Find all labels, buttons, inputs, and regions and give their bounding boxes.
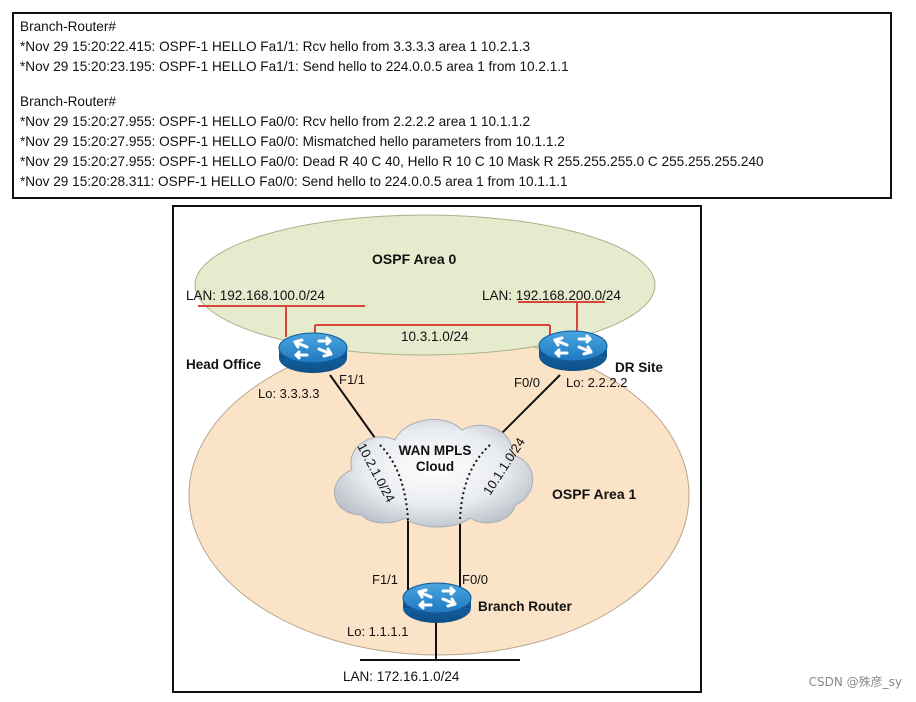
console-prompt: Branch-Router# bbox=[20, 94, 116, 110]
console-line: *Nov 29 15:20:23.195: OSPF-1 HELLO Fa1/1… bbox=[20, 58, 569, 74]
head-office-name: Head Office bbox=[186, 357, 262, 372]
head-office-iface-label: F1/1 bbox=[339, 372, 365, 387]
head-office-loopback: Lo: 3.3.3.3 bbox=[258, 386, 319, 401]
head-office-router-icon bbox=[277, 331, 349, 375]
console-line: *Nov 29 15:20:22.415: OSPF-1 HELLO Fa1/1… bbox=[20, 38, 531, 54]
console-line: *Nov 29 15:20:27.955: OSPF-1 HELLO Fa0/0… bbox=[20, 114, 531, 130]
branch-iface-left-label: F1/1 bbox=[372, 572, 398, 587]
console-log: Branch-Router# *Nov 29 15:20:22.415: OSP… bbox=[12, 12, 892, 199]
console-prompt: Branch-Router# bbox=[20, 19, 116, 34]
dr-site-name: DR Site bbox=[615, 360, 664, 375]
console-line: *Nov 29 15:20:27.955: OSPF-1 HELLO Fa0/0… bbox=[20, 133, 565, 149]
branch-router-name: Branch Router bbox=[478, 599, 573, 614]
ospf-area0-label: OSPF Area 0 bbox=[372, 251, 457, 267]
branch-iface-right-label: F0/0 bbox=[462, 572, 488, 587]
ospf-area0-region bbox=[194, 214, 656, 356]
console-line: *Nov 29 15:20:27.955: OSPF-1 HELLO Fa0/0… bbox=[20, 153, 764, 169]
dr-site-loopback: Lo: 2.2.2.2 bbox=[566, 375, 627, 390]
dr-site-lan-label: LAN: 192.168.200.0/24 bbox=[482, 288, 621, 303]
head-office-wan-link bbox=[329, 374, 381, 446]
branch-router-icon bbox=[401, 581, 473, 625]
watermark: CSDN @殊彦_sy bbox=[808, 675, 902, 689]
cloud-label-line1: WAN MPLS bbox=[399, 443, 472, 458]
wan-mpls-cloud bbox=[334, 418, 534, 528]
head-office-lan-label: LAN: 192.168.100.0/24 bbox=[186, 288, 325, 303]
console-line: *Nov 29 15:20:28.311: OSPF-1 HELLO Fa0/0… bbox=[20, 173, 568, 189]
branch-lan-label: LAN: 172.16.1.0/24 bbox=[343, 669, 460, 684]
dr-site-router-icon bbox=[537, 329, 609, 373]
core-link-label: 10.3.1.0/24 bbox=[401, 329, 469, 344]
branch-loopback: Lo: 1.1.1.1 bbox=[347, 624, 408, 639]
dr-site-iface-label: F0/0 bbox=[514, 375, 540, 390]
ospf-area1-label: OSPF Area 1 bbox=[552, 486, 637, 502]
lan-links bbox=[198, 301, 605, 340]
cloud-label-line2: Cloud bbox=[416, 459, 454, 474]
